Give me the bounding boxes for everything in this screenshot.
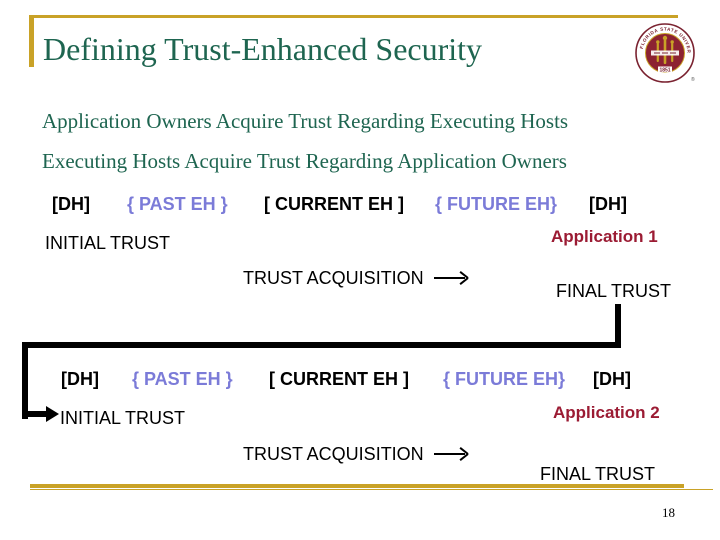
application-1-label: Application 1 [551,227,658,246]
initial-trust-label-2: INITIAL TRUST [60,408,186,428]
right-arrow-icon-2 [434,447,469,461]
seal-year: 1851 [659,68,670,74]
connector-vertical-right [615,304,621,348]
timeline2-past-eh: { PAST EH } [132,369,233,389]
trust-acquisition-label-1: TRUST ACQUISITION [243,268,424,288]
timeline2-dh-left: [DH] [61,369,99,389]
timeline2-dh-right: [DH] [593,369,631,389]
timeline2-future-eh: { FUTURE EH} [443,369,566,389]
page-number: 18 [662,505,675,520]
page-title: Defining Trust-Enhanced Security [43,31,483,67]
connector-vertical-left [22,342,28,419]
intro-line-2: Executing Hosts Acquire Trust Regarding … [42,149,567,173]
bottom-rule-thick [30,484,684,488]
connector-arrow-shaft [22,411,48,417]
intro-line-1: Application Owners Acquire Trust Regardi… [42,109,569,133]
timeline2-current-eh: [ CURRENT EH ] [269,369,409,389]
initial-trust-label-1: INITIAL TRUST [45,233,171,253]
timeline1-dh-right: [DH] [589,194,627,214]
timeline1-current-eh: [ CURRENT EH ] [264,194,404,214]
registered-trademark-symbol: ® [691,76,695,83]
timeline1-past-eh: { PAST EH } [127,194,228,214]
timeline1-dh-left: [DH] [52,194,90,214]
final-trust-label-1: FINAL TRUST [556,281,672,301]
trust-acquisition-label-2: TRUST ACQUISITION [243,444,424,464]
timeline1-future-eh: { FUTURE EH} [435,194,558,214]
connector-horizontal [22,342,621,348]
university-seal-icon: FLORIDA STATE UNIVERSITY 1851 ® [634,22,695,83]
title-accent-bar [29,15,34,67]
bottom-rule-thin [30,489,713,490]
top-rule [29,15,678,18]
connector-arrowhead-icon [46,406,59,422]
right-arrow-icon-1 [434,271,469,285]
final-trust-label-2: FINAL TRUST [540,464,656,484]
application-2-label: Application 2 [553,403,660,422]
